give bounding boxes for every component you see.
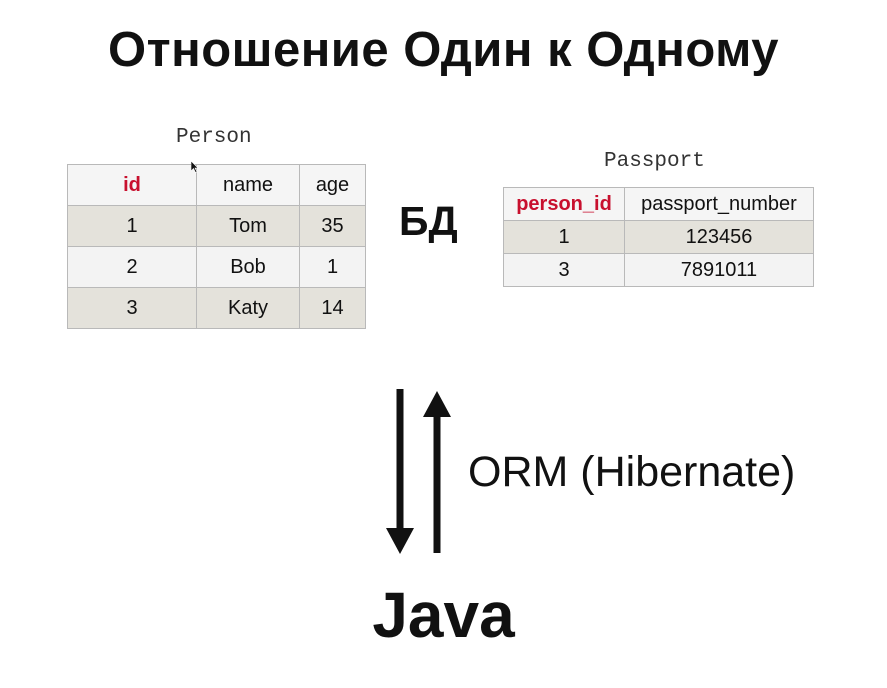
person-table: id name age 1 Tom 35 2 Bob 1 3 Katy 14 bbox=[67, 164, 366, 329]
table-cell: 1 bbox=[67, 205, 197, 247]
orm-label: ORM (Hibernate) bbox=[468, 448, 796, 496]
table-header-row: person_id passport_number bbox=[503, 187, 814, 221]
table-cell: Katy bbox=[196, 287, 300, 329]
table-cell: 1 bbox=[299, 246, 366, 288]
person-table-caption: Person bbox=[176, 126, 252, 149]
database-label: БД bbox=[399, 198, 458, 244]
column-header-person-id: person_id bbox=[503, 187, 625, 221]
table-row: 3 Katy 14 bbox=[67, 287, 366, 329]
java-label: Java bbox=[372, 579, 515, 651]
table-cell: 3 bbox=[503, 253, 625, 287]
column-header-id: id bbox=[67, 164, 197, 206]
table-cell: 35 bbox=[299, 205, 366, 247]
table-row: 1 Tom 35 bbox=[67, 205, 366, 247]
table-row: 3 7891011 bbox=[503, 253, 814, 287]
bidirectional-arrows bbox=[386, 389, 451, 554]
arrow-down-icon bbox=[386, 389, 414, 554]
table-row: 1 123456 bbox=[503, 220, 814, 254]
table-cell: 3 bbox=[67, 287, 197, 329]
table-cell: Tom bbox=[196, 205, 300, 247]
table-row: 2 Bob 1 bbox=[67, 246, 366, 288]
table-cell: 7891011 bbox=[624, 253, 814, 287]
table-cell: 1 bbox=[503, 220, 625, 254]
table-cell: 14 bbox=[299, 287, 366, 329]
mouse-cursor-icon bbox=[191, 161, 199, 173]
passport-table-caption: Passport bbox=[604, 150, 705, 173]
table-header-row: id name age bbox=[67, 164, 366, 206]
column-header-name: name bbox=[196, 164, 300, 206]
column-header-passport-number: passport_number bbox=[624, 187, 814, 221]
page-title: Отношение Один к Одному bbox=[107, 23, 779, 77]
table-cell: 123456 bbox=[624, 220, 814, 254]
arrow-up-icon bbox=[423, 391, 451, 553]
table-cell: Bob bbox=[196, 246, 300, 288]
table-cell: 2 bbox=[67, 246, 197, 288]
passport-table: person_id passport_number 1 123456 3 789… bbox=[503, 187, 814, 287]
column-header-age: age bbox=[299, 164, 366, 206]
